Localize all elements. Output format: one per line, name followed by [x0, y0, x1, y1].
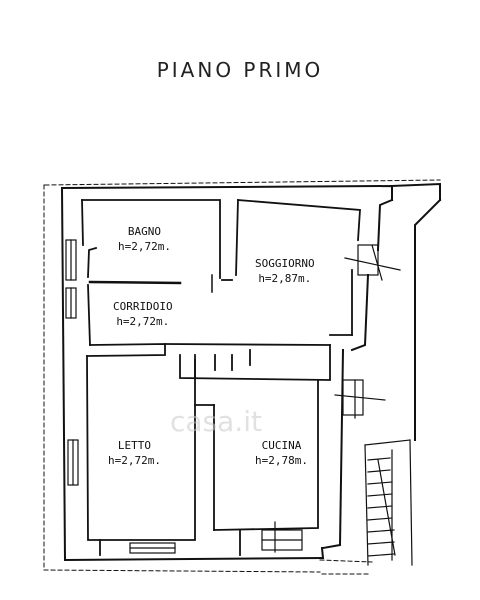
- staircase: [364, 439, 413, 566]
- room-name: BAGNO: [127, 225, 162, 238]
- room-height: h=2,72m.: [108, 454, 161, 467]
- window-soggiorno: [344, 244, 401, 281]
- property-boundary: [43, 179, 441, 575]
- room-height: h=2,72m.: [118, 240, 171, 253]
- room-name: SOGGIORNO: [255, 257, 315, 270]
- room-name: LETTO: [117, 439, 152, 452]
- room-corridoio: CORRIDOIO h=2,72m.: [113, 299, 173, 329]
- room-height: h=2,78m.: [255, 454, 308, 467]
- window-corridoio: [65, 287, 77, 319]
- window-cucina-bottom: [261, 521, 303, 553]
- room-cucina: CUCINA h=2,78m.: [255, 438, 308, 468]
- room-name: CUCINA: [261, 439, 302, 452]
- room-bagno: BAGNO h=2,72m.: [118, 224, 171, 254]
- room-letto: LETTO h=2,72m.: [108, 438, 161, 468]
- window-cucina-side: [334, 379, 386, 419]
- watermark: casa.it: [170, 405, 262, 438]
- exterior-walls: [60, 182, 442, 562]
- page-title: PIANO PRIMO: [156, 58, 324, 82]
- window-letto-bottom: [129, 542, 176, 554]
- room-name: CORRIDOIO: [113, 300, 173, 313]
- room-height: h=2,87m.: [258, 272, 312, 285]
- window-bagno: [65, 239, 77, 281]
- interior-walls: [81, 199, 361, 556]
- corridor-divider: [88, 280, 182, 285]
- window-letto: [67, 439, 79, 486]
- room-height: h=2,72m.: [116, 315, 170, 328]
- room-soggiorno: SOGGIORNO h=2,87m.: [255, 256, 315, 286]
